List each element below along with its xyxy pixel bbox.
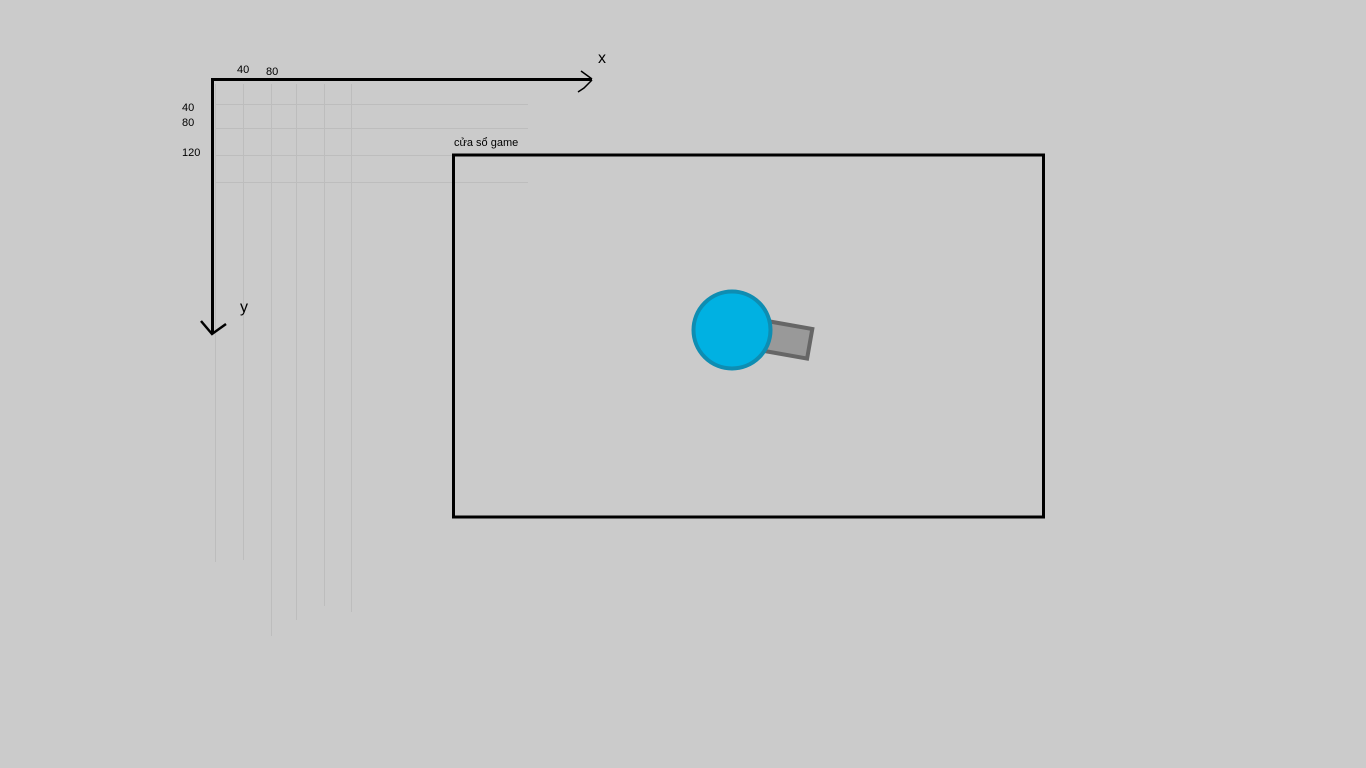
- tank-body: [691, 289, 773, 371]
- y-axis-label: y: [240, 299, 248, 316]
- x-axis: [211, 70, 593, 93]
- x-axis-arrowhead-icon: [577, 70, 593, 93]
- x-tick-label: 80: [266, 66, 279, 78]
- game-window-title: cửa sổ game: [454, 137, 519, 149]
- y-tick-label: 120: [182, 147, 201, 159]
- y-tick-label: 40: [182, 102, 195, 114]
- y-tick-label: 80: [182, 117, 195, 129]
- y-axis: [200, 78, 227, 336]
- tank: [691, 289, 815, 371]
- grid-lines: [215, 84, 528, 636]
- game-window-border: [452, 153, 1045, 519]
- x-tick-label: 40: [237, 64, 250, 76]
- y-axis-arrowhead-icon: [200, 320, 227, 336]
- x-axis-label: x: [598, 50, 606, 67]
